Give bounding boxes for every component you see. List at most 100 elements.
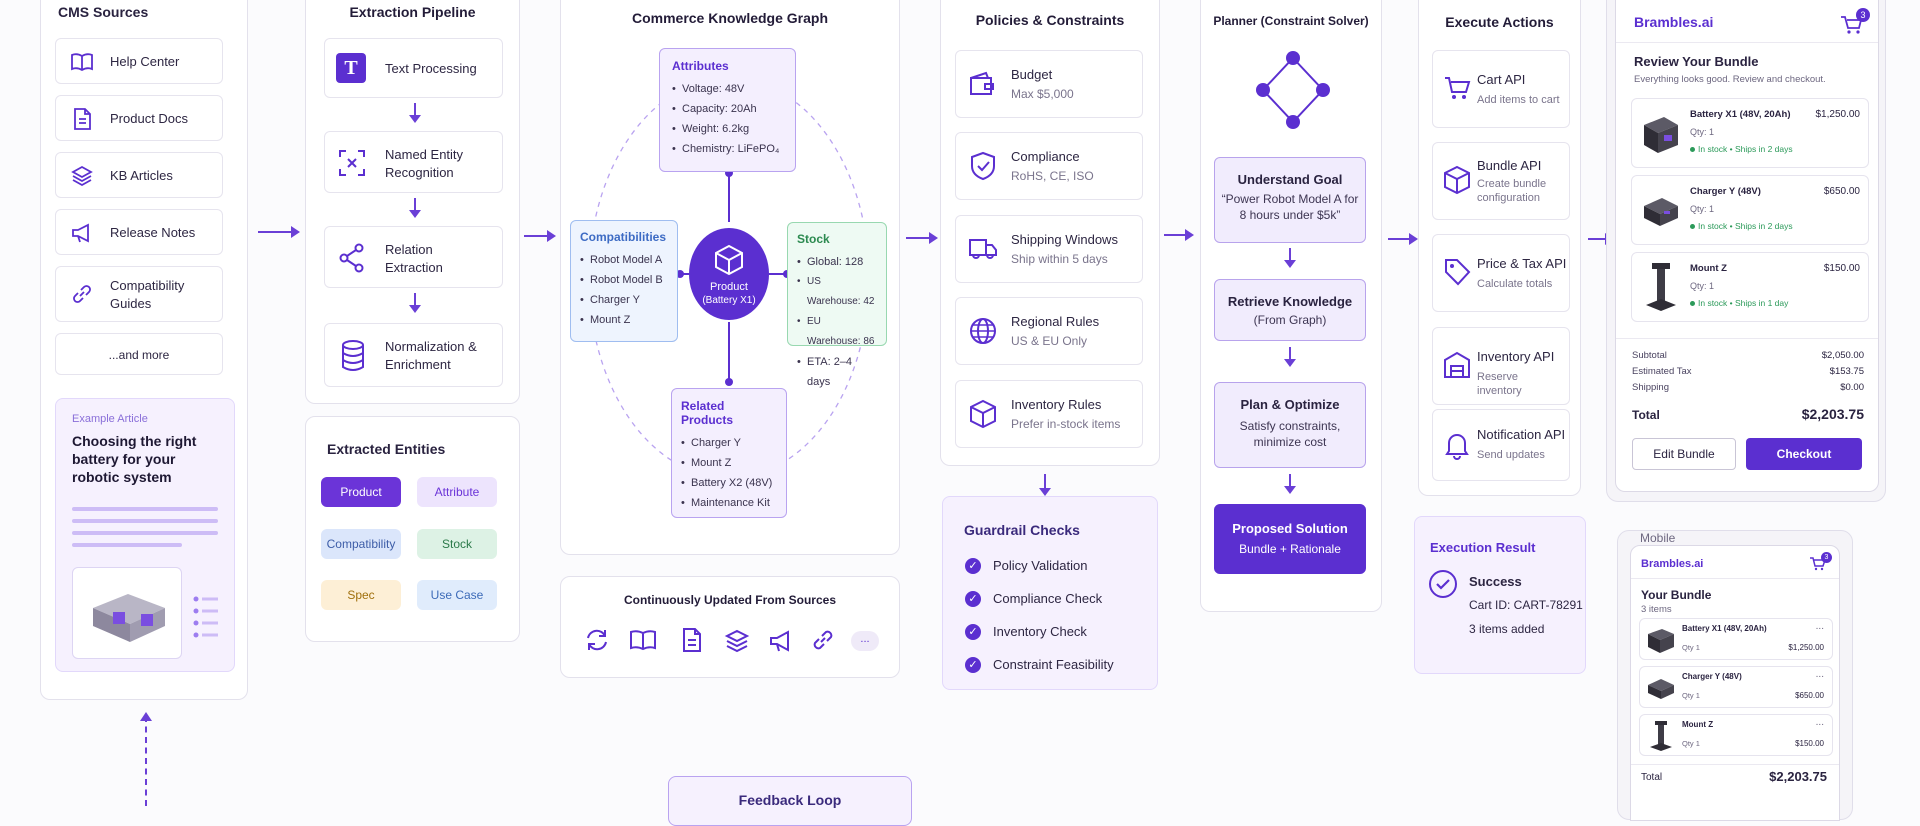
feedback-loop-box[interactable]: Feedback Loop — [668, 776, 912, 826]
pipeline-step-label: Normalization & Enrichment — [385, 339, 477, 372]
graph-stock-node[interactable]: Stock Global: 128 US Warehouse: 42 EU Wa… — [787, 222, 887, 388]
step-title: Proposed Solution — [1232, 521, 1348, 536]
policy-name: Budget — [1011, 67, 1053, 82]
cms-sources-panel: CMS Sources Help Center Product Docs KB … — [40, 0, 248, 700]
sources-more[interactable]: ...and more — [55, 333, 223, 375]
graph-center-product-node[interactable]: Product (Battery X1) — [689, 228, 769, 320]
mobile-item-price: $1,250.00 — [1788, 643, 1824, 652]
related-products-list: Charger Y Mount Z Battery X2 (48V) Maint… — [681, 433, 777, 513]
mobile-item-more[interactable]: ... — [1815, 669, 1824, 680]
more-label: ...and more — [108, 348, 170, 362]
action-detail: Create bundle configuration — [1477, 178, 1547, 205]
example-article-card[interactable]: Example Article Choosing the right batte… — [55, 398, 235, 672]
mobile-cart-item[interactable]: Mount Z ... Qty 1 $150.00 — [1639, 714, 1833, 756]
action-notification-api[interactable]: Notification API Send updates — [1432, 409, 1570, 481]
review-subheading: Everything looks good. Review and checko… — [1634, 74, 1826, 85]
share-icon — [339, 243, 364, 273]
actions-title: Execute Actions — [1445, 14, 1554, 30]
pipeline-step-text-processing[interactable]: T Text Processing — [324, 38, 503, 98]
policy-shipping-windows[interactable]: Shipping Windows Ship within 5 days — [955, 215, 1143, 283]
continuous-update-title: Continuously Updated From Sources — [623, 593, 836, 607]
solver-graph-icon — [1256, 51, 1330, 129]
entity-use-case-tag[interactable]: Use Case — [417, 580, 497, 610]
source-help-center[interactable]: Help Center — [55, 38, 223, 84]
action-price-tax-api[interactable]: Price & Tax API Calculate totals — [1432, 234, 1570, 312]
action-bundle-api[interactable]: Bundle API Create bundle configuration — [1432, 142, 1570, 220]
list-item: ETA: 2–4 days — [797, 352, 877, 392]
cart-item[interactable]: Battery X1 (48V, 20Ah) $1,250.00 Qty: 1 … — [1631, 98, 1869, 168]
divider — [1631, 578, 1839, 579]
item-qty: Qty: 1 — [1690, 204, 1715, 214]
policy-budget[interactable]: Budget Max $5,000 — [955, 50, 1143, 118]
box-icon — [970, 399, 996, 429]
example-article-label: Example Article — [72, 413, 148, 425]
mobile-item-more[interactable]: ... — [1815, 621, 1824, 632]
policy-detail: Ship within 5 days — [1011, 252, 1108, 266]
more-sources-button[interactable]: ... — [851, 631, 879, 651]
action-inventory-api[interactable]: Inventory API Reserve inventory — [1432, 327, 1570, 405]
bell-icon — [1445, 434, 1469, 460]
entity-spec-tag[interactable]: Spec — [321, 580, 401, 610]
action-cart-api[interactable]: Cart API Add items to cart — [1432, 50, 1570, 128]
list-item: Capacity: 20Ah — [672, 99, 783, 119]
edit-bundle-button[interactable]: Edit Bundle — [1632, 438, 1736, 470]
list-item: Chemistry: LiFePO₄ — [672, 139, 783, 159]
in-stock-dot — [1690, 147, 1695, 152]
result-cart-id: Cart ID: CART-78291 — [1469, 598, 1583, 612]
mobile-cart-item[interactable]: Charger Y (48V) ... Qty 1 $650.00 — [1639, 666, 1833, 708]
cms-sources-title: CMS Sources — [58, 4, 149, 20]
checkout-button[interactable]: Checkout — [1746, 438, 1862, 470]
planner-panel: Planner (Constraint Solver) Understand G… — [1200, 0, 1382, 612]
proposed-solution-box[interactable]: Proposed Solution Bundle + Rationale — [1214, 504, 1366, 574]
shipping-label: Shipping — [1632, 382, 1669, 393]
cart-item[interactable]: Mount Z $150.00 Qty: 1 In stock • Ships … — [1631, 252, 1869, 322]
flow-arrow — [1039, 474, 1051, 496]
success-check-icon — [1429, 570, 1457, 598]
policies-title: Policies & Constraints — [975, 12, 1125, 28]
step-text: “Power Robot Model A for 8 hours under $… — [1221, 192, 1359, 222]
document-icon — [683, 628, 701, 652]
step-text: Satisfy constraints, minimize cost — [1239, 419, 1341, 449]
policy-regional-rules[interactable]: Regional Rules US & EU Only — [955, 297, 1143, 365]
graph-compatibilities-node[interactable]: Compatibilities Robot Model A Robot Mode… — [570, 220, 678, 342]
mobile-frame: Mobile Brambles.ai 3 Your Bundle 3 items… — [1617, 530, 1853, 821]
source-release-notes[interactable]: Release Notes — [55, 209, 223, 255]
feedback-loop-title: Feedback Loop — [738, 792, 842, 808]
graph-related-products-node[interactable]: Related Products Charger Y Mount Z Batte… — [671, 388, 787, 518]
planner-step-understand-goal[interactable]: Understand Goal “Power Robot Model A for… — [1214, 157, 1366, 243]
source-kb-articles[interactable]: KB Articles — [55, 152, 223, 198]
node-title: Related Products — [681, 399, 734, 427]
pipeline-step-label: Named Entity Recognition — [385, 147, 464, 180]
pipeline-step-relation[interactable]: Relation Extraction — [324, 226, 503, 288]
step-title: Understand Goal — [1237, 172, 1343, 187]
mobile-brand[interactable]: Brambles.ai — [1641, 558, 1704, 570]
mobile-cart-item[interactable]: Battery X1 (48V, 20Ah) ... Qty 1 $1,250.… — [1639, 618, 1833, 660]
mobile-item-more[interactable]: ... — [1815, 717, 1824, 728]
source-product-docs[interactable]: Product Docs — [55, 95, 223, 141]
entity-attribute-tag[interactable]: Attribute — [417, 477, 497, 507]
graph-attributes-node[interactable]: Attributes Voltage: 48V Capacity: 20Ah W… — [659, 48, 796, 172]
flow-arrow — [1284, 474, 1296, 494]
center-node-label: Product — [710, 281, 748, 293]
source-label: KB Articles — [110, 168, 173, 183]
step-text: Bundle + Rationale — [1239, 542, 1341, 556]
policy-inventory-rules[interactable]: Inventory Rules Prefer in-stock items — [955, 380, 1143, 448]
source-compatibility-guides[interactable]: Compatibility Guides — [55, 266, 223, 322]
cart-item[interactable]: Charger Y (48V) $650.00 Qty: 1 In stock … — [1631, 175, 1869, 245]
guardrail-item: Constraint Feasibility — [993, 657, 1114, 672]
entity-product-tag[interactable]: Product — [321, 477, 401, 507]
shield-check-icon — [971, 151, 995, 181]
megaphone-icon — [72, 223, 89, 243]
graph-title: Commerce Knowledge Graph — [631, 10, 829, 26]
truck-icon — [969, 239, 997, 259]
pipeline-step-normalization[interactable]: Normalization & Enrichment — [324, 323, 503, 387]
planner-step-retrieve[interactable]: Retrieve Knowledge (From Graph) — [1214, 279, 1366, 341]
entity-stock-tag[interactable]: Stock — [417, 529, 497, 559]
policy-compliance[interactable]: Compliance RoHS, CE, ISO — [955, 132, 1143, 200]
flow-arrow — [906, 232, 938, 244]
shop-brand[interactable]: Brambles.ai — [1634, 14, 1714, 30]
policy-detail: Prefer in-stock items — [1011, 417, 1121, 431]
entity-compatibility-tag[interactable]: Compatibility — [321, 529, 401, 559]
pipeline-step-ner[interactable]: Named Entity Recognition — [324, 131, 503, 193]
planner-step-plan-optimize[interactable]: Plan & Optimize Satisfy constraints, min… — [1214, 382, 1366, 468]
